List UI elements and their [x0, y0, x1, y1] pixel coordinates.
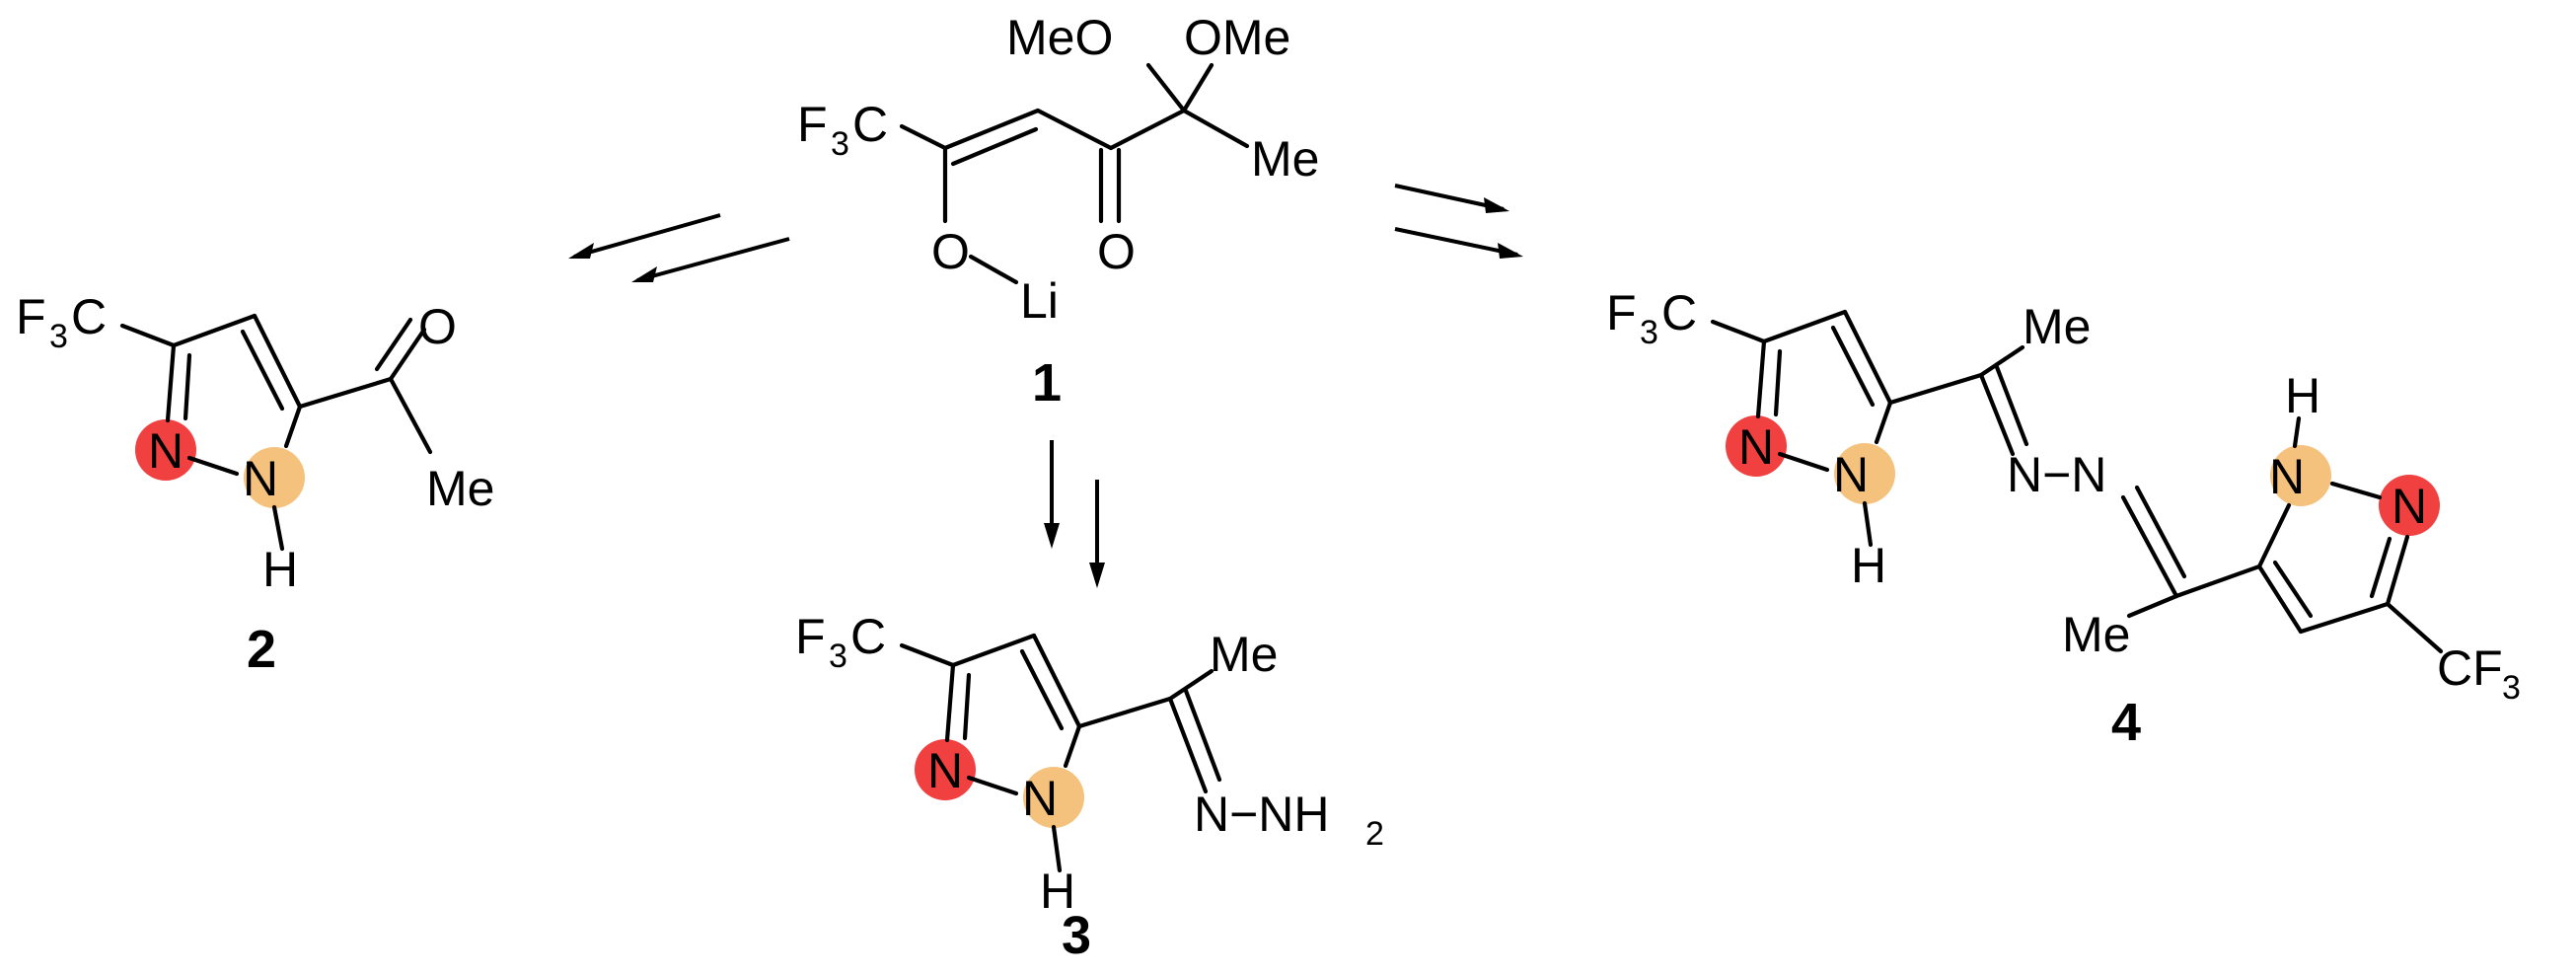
c4-n-left-label: N: [1738, 419, 1774, 475]
c1-enol-o-label: O: [931, 224, 970, 279]
c3-c-label: C: [850, 609, 886, 664]
c3-bonds: [899, 633, 1222, 873]
c4-me-top-label: Me: [2023, 299, 2091, 354]
c2-f-label: F: [16, 289, 46, 344]
c4-bonds: [1710, 309, 2444, 654]
c4-f-left-label: F: [1606, 285, 1637, 340]
c2-n-highlight: [135, 419, 196, 481]
c3-me-label: Me: [1210, 627, 1278, 682]
c3-h-label: H: [1040, 864, 1075, 919]
c3-number: 3: [1062, 906, 1091, 965]
compound-2: F 3 C N N H O Me 2: [16, 289, 494, 679]
c4-h-left-label: H: [1851, 538, 1886, 593]
c2-nh-highlight: [244, 447, 305, 508]
c2-nh-label: N: [243, 451, 278, 506]
c1-li-label: Li: [1020, 273, 1059, 329]
c3-n-label: N: [927, 743, 963, 798]
c1-c-label: C: [852, 97, 888, 152]
c1-bonds: [899, 62, 1250, 285]
compound-3: F 3 C N N H Me N−NH 2 3: [795, 609, 1384, 965]
c4-h-right-label: H: [2285, 368, 2320, 423]
c3-nh-highlight: [1023, 767, 1084, 828]
c4-me-bottom-label: Me: [2062, 607, 2130, 662]
c4-azine-label: N−N: [2007, 447, 2106, 502]
c1-f-subscript: 3: [831, 125, 849, 163]
arrow-to-3: [1044, 440, 1105, 588]
c4-n-right-label: N: [2392, 479, 2427, 534]
c4-number: 4: [2111, 693, 2141, 752]
c2-bonds: [119, 313, 433, 552]
c4-n-right-highlight: [2379, 475, 2440, 536]
arrow-to-4: [1394, 184, 1523, 259]
c4-c-left-label: C: [1661, 285, 1697, 340]
c2-me-label: Me: [426, 461, 494, 516]
c3-nh-label: N: [1022, 771, 1058, 826]
c4-nh-right-label: N: [2269, 449, 2305, 504]
c1-me-label: Me: [1251, 131, 1319, 187]
c3-f-label: F: [795, 609, 826, 664]
c4-nh-left-label: N: [1833, 447, 1869, 502]
compound-1: F 3 C MeO OMe Me O O Li 1: [797, 10, 1319, 413]
c1-keto-o-label: O: [1097, 224, 1136, 279]
c4-cf3-right-label: CF: [2437, 640, 2503, 696]
c4-nh-left-highlight: [1834, 443, 1895, 504]
c3-hydrazone-label: N−NH: [1194, 787, 1330, 842]
c4-cf3-right-subscript: 3: [2502, 669, 2521, 707]
c2-o-label: O: [418, 299, 457, 354]
c3-h2-subscript: 2: [1365, 815, 1384, 853]
c4-n-left-highlight: [1726, 415, 1787, 477]
c2-h-label: H: [262, 542, 298, 597]
c3-f-subscript: 3: [829, 638, 847, 675]
c1-f-label: F: [797, 97, 828, 152]
c2-n-label: N: [148, 423, 184, 479]
c1-meo-label: MeO: [1006, 10, 1113, 65]
c3-n-highlight: [915, 739, 976, 800]
c4-f-left-subscript: 3: [1640, 314, 1658, 351]
c1-number: 1: [1032, 353, 1062, 413]
compound-4: F 3 C N N H Me N−N H N N Me CF 3: [1606, 285, 2521, 752]
c2-c-label: C: [71, 289, 107, 344]
c4-nh-right-highlight: [2270, 445, 2331, 506]
c2-number: 2: [247, 620, 276, 679]
c1-ome-label: OMe: [1184, 10, 1290, 65]
c2-f-subscript: 3: [49, 318, 68, 355]
arrow-to-2: [568, 213, 790, 282]
